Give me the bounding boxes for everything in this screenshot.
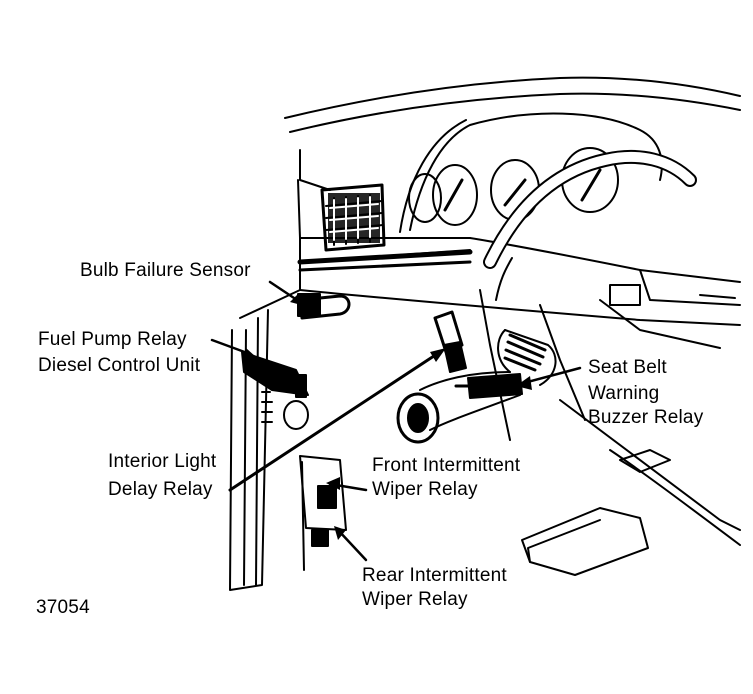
bulb-failure-sensor-part [297, 293, 351, 320]
arrow-front-wiper [326, 477, 340, 490]
label-fuel-pump-relay: Fuel Pump Relay [38, 329, 187, 350]
arrow-interior-light [430, 348, 446, 362]
figure-number: 37054 [36, 597, 90, 618]
label-interior-light: Interior Light [108, 451, 217, 472]
arrow-heads [242, 294, 532, 540]
label-warning: Warning [588, 383, 660, 404]
arrow-bulb-failure [290, 294, 305, 306]
vent-grille [320, 183, 386, 252]
steering-wheel [483, 150, 697, 301]
arrow-seat-belt [516, 376, 532, 390]
dashboard-outline [229, 76, 741, 591]
interior-light-relay-part [433, 310, 467, 373]
arrow-fuel-pump [242, 348, 256, 360]
steering-column [396, 329, 557, 444]
label-diesel-control-unit: Diesel Control Unit [38, 355, 201, 376]
label-front-intermittent: Front Intermittent [372, 455, 521, 476]
wiper-relay-panel [299, 455, 347, 571]
fuel-pump-relay-part [241, 351, 309, 430]
arrow-rear-wiper [334, 526, 346, 540]
label-seat-belt: Seat Belt [588, 357, 667, 378]
label-rear-wiper-relay: Wiper Relay [362, 589, 468, 610]
leader-interior-light [228, 350, 442, 492]
label-buzzer-relay: Buzzer Relay [588, 407, 704, 428]
label-front-wiper-relay: Wiper Relay [372, 479, 478, 500]
leader-lines [210, 280, 582, 562]
label-bulb-failure-sensor: Bulb Failure Sensor [80, 260, 251, 281]
label-rear-intermittent: Rear Intermittent [362, 565, 507, 586]
seat-belt-relay-part [454, 373, 523, 399]
label-delay-relay: Delay Relay [108, 479, 213, 500]
leader-fuel-pump [210, 338, 252, 356]
leader-rear-wiper [336, 528, 368, 562]
